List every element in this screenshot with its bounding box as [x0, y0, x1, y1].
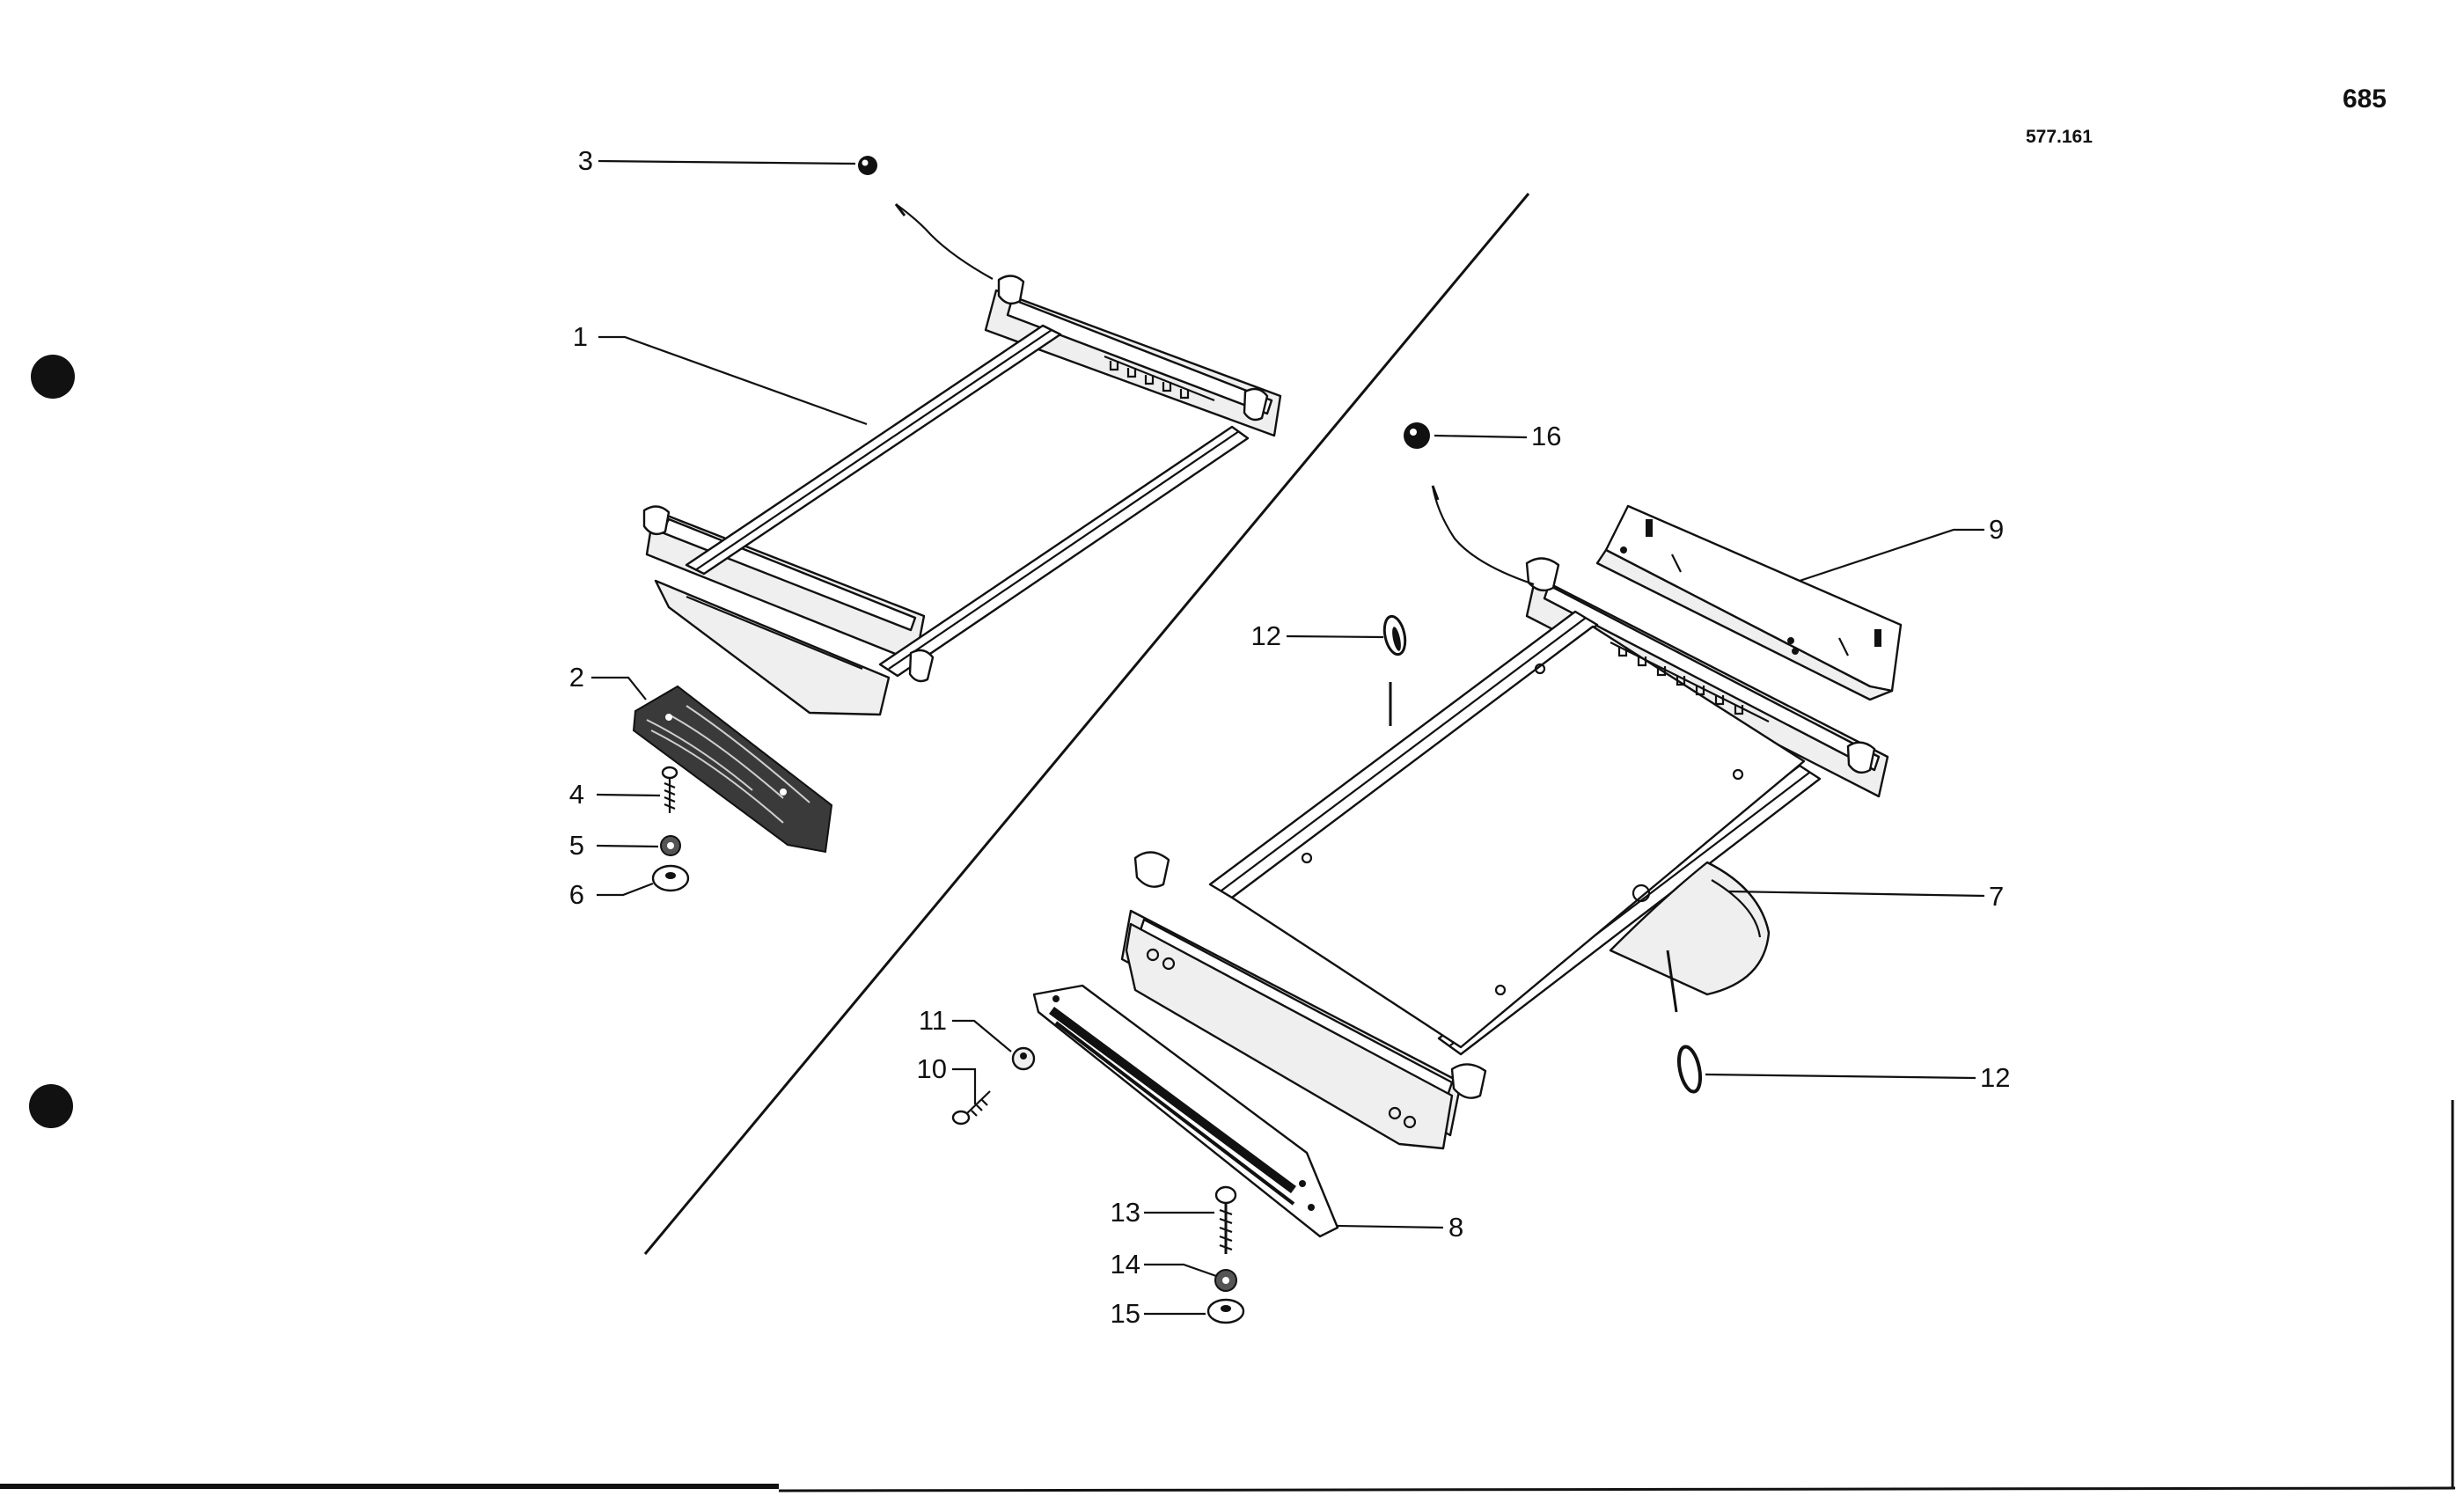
callout-15: 15: [1111, 1298, 1140, 1329]
nut-part-11: [1011, 1046, 1036, 1071]
callout-3: 3: [578, 145, 593, 176]
right-seat-runner-frame: [1120, 485, 1889, 1150]
left-seat-runner-frame: [642, 203, 1282, 716]
grommet-part-12-lower: [1676, 1045, 1703, 1094]
callout-10: 10: [917, 1053, 947, 1084]
diagonal-divider: [643, 193, 1530, 1255]
lock-washer-part-14: [1214, 1269, 1237, 1292]
punch-hole-bottom: [29, 1084, 73, 1128]
drawing-reference: 577.161: [2026, 127, 2093, 147]
callout-8: 8: [1448, 1212, 1463, 1243]
right-adjuster-rack: [1610, 642, 1770, 722]
flat-washer-part-6: [651, 864, 690, 892]
flat-washer-part-15: [1206, 1298, 1245, 1324]
screw-part-4: [661, 766, 678, 813]
callout-11: 11: [919, 1005, 947, 1036]
callout-12-lower: 12: [1980, 1062, 2010, 1093]
callout-7: 7: [1989, 881, 2004, 912]
page-number: 685: [2343, 84, 2387, 114]
callout-1: 1: [573, 321, 588, 352]
callout-13: 13: [1111, 1197, 1140, 1228]
grommet-part-12-upper: [1382, 614, 1407, 656]
callout-12-upper: 12: [1251, 620, 1281, 651]
swivel-plate-part-7: [1609, 861, 1771, 1013]
callout-2: 2: [569, 662, 584, 693]
knob-part-16: [1404, 422, 1430, 449]
trim-strip-part-8: [1032, 984, 1339, 1238]
knob-part-3: [858, 156, 877, 175]
callout-16: 16: [1531, 421, 1561, 451]
callout-4: 4: [569, 779, 584, 810]
punch-hole-top: [31, 355, 75, 399]
callout-leaders: [591, 159, 1985, 1316]
screw-part-10: [951, 1090, 991, 1126]
left-adjuster-rack: [1104, 355, 1215, 402]
callout-14: 14: [1111, 1249, 1140, 1280]
mounting-bracket-part-9: [1595, 504, 1903, 701]
bottom-border-right: [778, 1486, 2456, 1492]
lock-washer-part-5: [660, 835, 681, 856]
callout-6: 6: [569, 879, 584, 910]
wooden-spacer-part-2: [632, 685, 833, 854]
callout-5: 5: [569, 830, 584, 861]
callout-9: 9: [1989, 514, 2004, 545]
screw-part-13: [1214, 1185, 1237, 1254]
